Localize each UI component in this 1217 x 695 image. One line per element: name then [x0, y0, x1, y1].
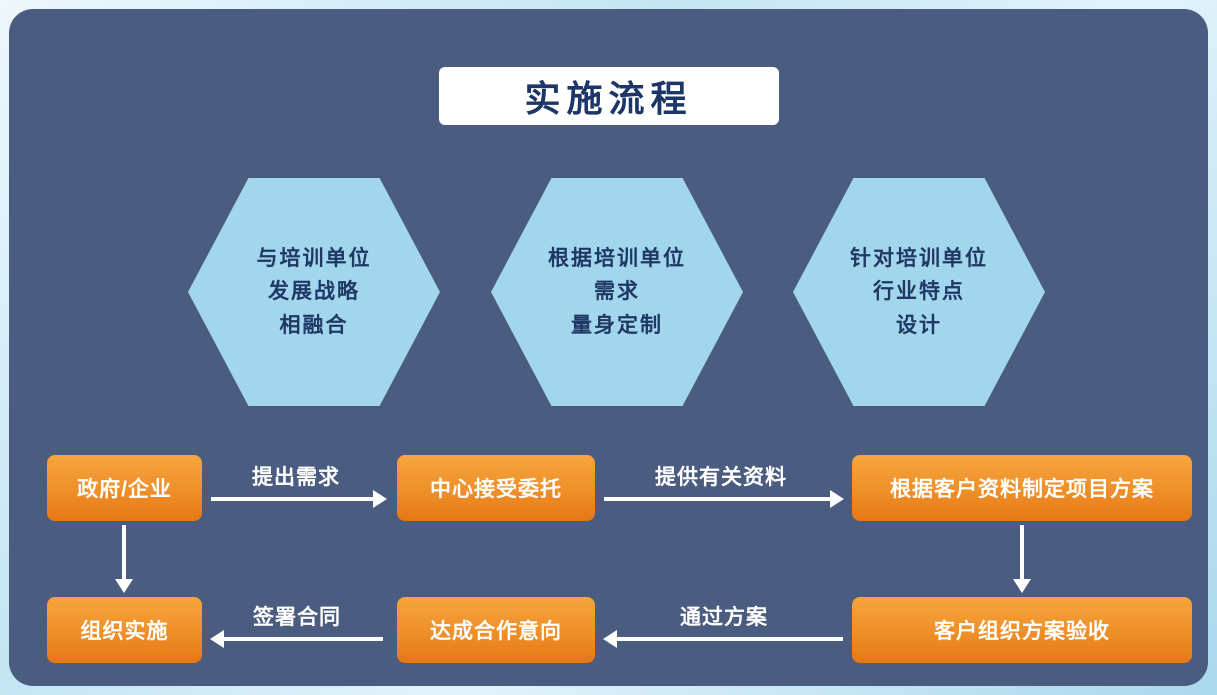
hexagon-text-line: 行业特点	[873, 280, 965, 304]
flow-node-make-plan: 根据客户资料制定项目方案	[852, 455, 1192, 521]
arrow-left-sign-icon	[223, 637, 383, 641]
arrow-down-government-to-implement-icon	[122, 525, 126, 581]
hexagon-text-line: 需求	[594, 280, 640, 304]
flow-node-agreement: 达成合作意向	[397, 597, 595, 663]
hexagon-text-line: 与培训单位	[256, 247, 372, 271]
flow-node-government: 政府/企业	[47, 455, 202, 521]
arrow-down-plan-to-review-icon	[1020, 525, 1024, 581]
page-title: 实施流程	[524, 78, 693, 120]
hexagon-industry: 针对培训单位 行业特点 设计	[793, 178, 1045, 406]
hexagon-tailored: 根据培训单位 需求 量身定制	[491, 178, 743, 406]
hexagon-text-line: 根据培训单位	[548, 247, 686, 271]
hexagon-text-line: 针对培训单位	[850, 247, 988, 271]
arrow-label-sign: 签署合同	[253, 606, 341, 629]
flow-node-review: 客户组织方案验收	[852, 597, 1192, 663]
hexagon-text-line: 相融合	[279, 313, 349, 337]
hexagon-text-line: 量身定制	[571, 313, 663, 337]
arrow-label-propose: 提出需求	[252, 466, 340, 489]
flow-node-accept-commission: 中心接受委托	[397, 455, 595, 521]
hexagon-strategy-fit: 与培训单位 发展战略 相融合	[188, 178, 440, 406]
hexagon-text-line: 设计	[896, 313, 942, 337]
flow-node-implement: 组织实施	[47, 597, 202, 663]
title-banner: 实施流程	[438, 67, 779, 125]
diagram-panel: 实施流程 与培训单位 发展战略 相融合 根据培训单位 需求 量身定制 针对培训单…	[9, 9, 1208, 686]
arrow-left-approve-icon	[616, 637, 843, 641]
hexagon-text-line: 发展战略	[268, 280, 360, 304]
arrow-right-provide-icon	[604, 497, 831, 501]
arrow-label-provide: 提供有关资料	[655, 466, 787, 489]
arrow-label-approve: 通过方案	[680, 606, 768, 629]
arrow-right-propose-icon	[211, 497, 374, 501]
